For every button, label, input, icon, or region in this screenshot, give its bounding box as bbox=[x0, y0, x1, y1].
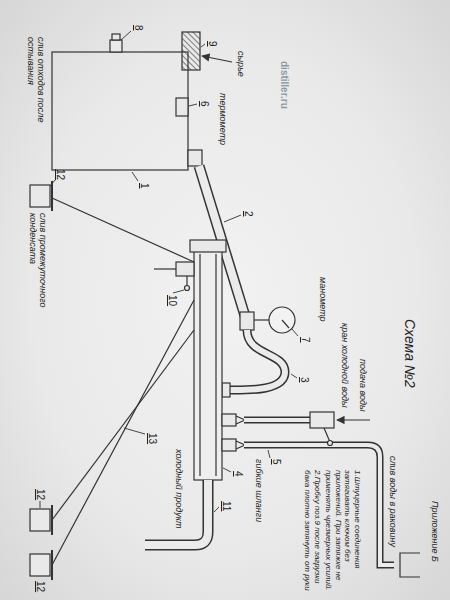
manometer bbox=[282, 320, 289, 328]
pipe-coupling bbox=[188, 150, 202, 166]
part-name: термометр bbox=[218, 92, 228, 146]
drain-fitting bbox=[110, 34, 122, 52]
leader-line bbox=[121, 31, 131, 40]
leader-line bbox=[214, 507, 219, 512]
cooler-body bbox=[190, 240, 226, 480]
callout-number: 7 bbox=[300, 336, 312, 344]
sink-bracket bbox=[400, 553, 420, 577]
callout-number: 13 bbox=[147, 432, 159, 445]
flexible-hose bbox=[222, 330, 285, 397]
callout-number: 12 bbox=[35, 488, 47, 501]
cooler-body bbox=[199, 254, 200, 476]
callout-number: 12 bbox=[55, 168, 67, 181]
leader-line bbox=[40, 501, 41, 508]
stand-legs bbox=[52, 198, 194, 262]
collector-jar bbox=[51, 505, 53, 535]
water-tap bbox=[324, 428, 330, 442]
flow-label: слив воды в раковину bbox=[388, 455, 398, 548]
note-label: слив отходов после остывания bbox=[25, 36, 46, 142]
collector-jar bbox=[30, 509, 50, 531]
note-text: 1.Штуцерные соединения затягивать ключом… bbox=[324, 469, 362, 597]
stand-legs bbox=[52, 198, 194, 565]
leader-line bbox=[201, 44, 205, 47]
manometer bbox=[269, 307, 295, 333]
flow-arrow bbox=[202, 56, 232, 62]
stand-legs bbox=[52, 330, 194, 520]
callout-number: 10 bbox=[167, 294, 179, 307]
drain-fitting bbox=[110, 40, 122, 52]
flow-label: слив промежуточного конденсата bbox=[27, 212, 48, 310]
callout-number: 8 bbox=[133, 24, 145, 32]
water-fittings bbox=[236, 416, 245, 424]
leader-line bbox=[40, 31, 298, 512]
water-fittings bbox=[222, 439, 236, 451]
cooler-body bbox=[190, 240, 226, 252]
condensate-valve bbox=[185, 286, 190, 291]
flexible-hose bbox=[226, 330, 285, 390]
drain-fitting bbox=[112, 34, 120, 40]
flow-label: сырье bbox=[236, 50, 246, 78]
callout-number: 9 bbox=[207, 40, 219, 48]
watermark: distiller.ru bbox=[279, 60, 291, 110]
flow-label: подача воды bbox=[358, 358, 368, 413]
callout-number: 12 bbox=[35, 580, 47, 593]
filler-cap bbox=[182, 32, 200, 70]
diagram-title: Схема №2 bbox=[402, 318, 418, 389]
stand-legs bbox=[52, 300, 194, 565]
water-hose bbox=[244, 417, 310, 424]
collector-jar bbox=[51, 550, 53, 580]
leader-line bbox=[50, 180, 55, 186]
water-tap bbox=[328, 441, 333, 446]
manometer bbox=[254, 307, 295, 333]
thermometer bbox=[176, 98, 188, 116]
leader-line bbox=[268, 450, 270, 458]
part-name: кран холодной воды bbox=[340, 322, 350, 409]
water-tap bbox=[310, 412, 334, 428]
leader-line bbox=[291, 374, 297, 378]
leader-line bbox=[132, 172, 138, 181]
callout-number: 5 bbox=[271, 458, 283, 466]
collector-jar bbox=[30, 185, 50, 207]
callout-number: 1 bbox=[139, 182, 151, 190]
callout-number: 11 bbox=[221, 500, 233, 512]
water-fittings bbox=[222, 414, 236, 426]
callout-number: 6 bbox=[199, 100, 211, 108]
note-text: 2.Пробку поз.9 после загрузки бака плотн… bbox=[303, 469, 322, 597]
callout-number: 4 bbox=[233, 470, 245, 478]
condensate-valve bbox=[154, 268, 176, 269]
leader-line bbox=[223, 468, 231, 472]
tank-body bbox=[52, 52, 188, 170]
flow-arrow bbox=[337, 419, 370, 420]
condensate-valve bbox=[154, 262, 194, 291]
collector-jar bbox=[51, 181, 53, 211]
steam-pipe bbox=[240, 312, 254, 330]
leader-line bbox=[292, 329, 298, 336]
water-tap bbox=[310, 412, 334, 446]
part-name: манометр bbox=[318, 276, 328, 323]
water-hose bbox=[244, 418, 310, 422]
collector-jar bbox=[30, 554, 50, 576]
leader-line bbox=[224, 215, 241, 222]
condensate-valve bbox=[186, 276, 187, 286]
callout-number: 3 bbox=[299, 376, 311, 384]
flexible-hose bbox=[222, 383, 230, 397]
cooler-body bbox=[194, 250, 222, 480]
condensate-valve bbox=[176, 262, 194, 276]
water-fittings bbox=[236, 441, 245, 449]
appendix-label: Приложение Б bbox=[430, 500, 440, 563]
cooler-body bbox=[215, 254, 216, 476]
flexible-hose bbox=[226, 330, 285, 390]
flow-label: холодный продукт bbox=[174, 448, 184, 530]
leader-line bbox=[173, 290, 184, 293]
part-name: гибкие шланги bbox=[254, 458, 264, 523]
water-fittings bbox=[222, 414, 245, 451]
leader-line bbox=[189, 104, 197, 106]
callout-number: 2 bbox=[243, 210, 255, 218]
manometer bbox=[254, 319, 269, 320]
leader-line bbox=[124, 428, 145, 434]
